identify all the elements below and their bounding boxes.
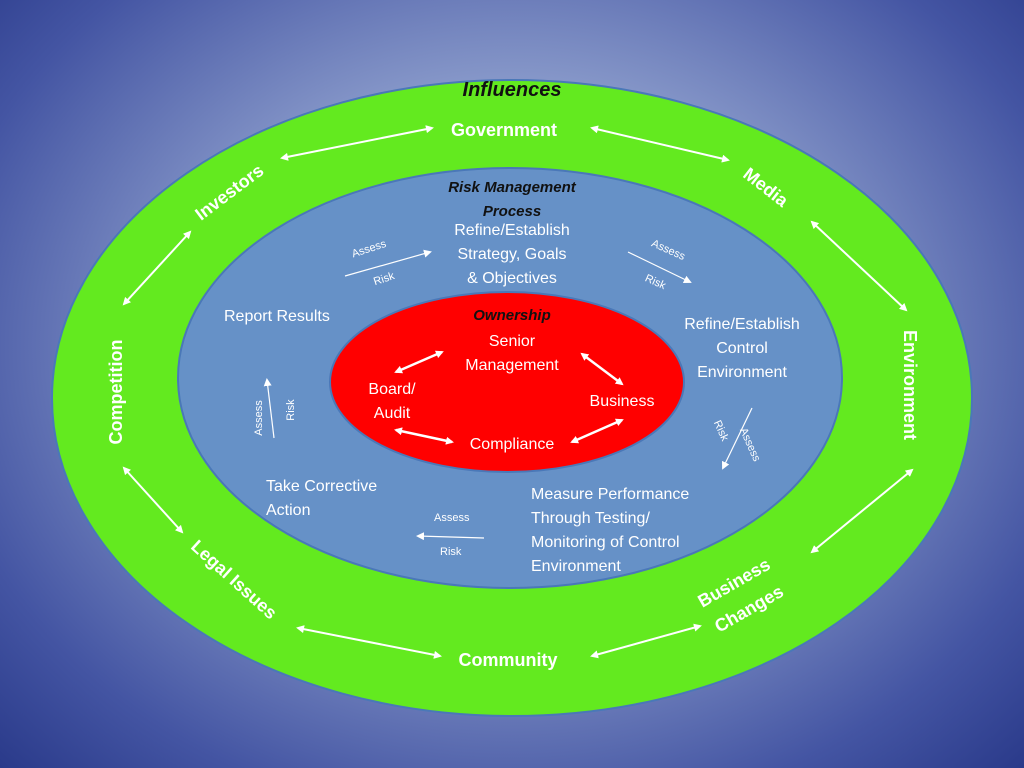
process-arrow-top-left bbox=[344, 249, 432, 277]
assess-left: Assess bbox=[253, 400, 265, 436]
step-top-line3: & Objectives bbox=[467, 270, 557, 287]
core-arrow-board-senior bbox=[394, 350, 444, 374]
core-senior-line1: Senior bbox=[488, 333, 536, 350]
step-top-line2: Strategy, Goals bbox=[457, 246, 567, 263]
step-left-bottom-line1: Take Corrective bbox=[266, 478, 378, 495]
label-environment: Environment bbox=[900, 330, 920, 440]
arrow-business-changes-community bbox=[590, 623, 702, 659]
risk-management-title-1: Risk Management bbox=[448, 179, 576, 196]
label-community: Community bbox=[458, 650, 558, 670]
step-right-line2: Control bbox=[716, 340, 768, 357]
label-government: Government bbox=[450, 120, 558, 140]
arrow-competition-investors bbox=[122, 230, 192, 306]
core-compliance: Compliance bbox=[469, 436, 555, 453]
arrow-environment-business-changes bbox=[810, 468, 914, 554]
step-bottom-line1: Measure Performance bbox=[531, 486, 690, 503]
step-bottom-line2: Through Testing/ bbox=[531, 510, 650, 527]
label-competition: Competition bbox=[106, 340, 126, 445]
step-left-bottom-line2: Action bbox=[266, 502, 311, 519]
step-top-line1: Refine/Establish bbox=[454, 222, 570, 239]
arrow-media-environment bbox=[810, 220, 908, 312]
risk-bottom: Risk bbox=[440, 546, 462, 558]
step-bottom-line4: Environment bbox=[531, 558, 621, 575]
influences-title: Influences bbox=[462, 79, 562, 101]
core-board-line1: Board/ bbox=[368, 381, 416, 398]
arrow-investors-government bbox=[280, 125, 434, 161]
process-arrow-right bbox=[722, 407, 753, 470]
arrow-community-legal bbox=[296, 625, 442, 659]
core-senior-line2: Management bbox=[465, 357, 559, 374]
assess-bottom: Assess bbox=[434, 512, 470, 524]
arrow-government-media bbox=[590, 125, 730, 163]
core-arrow-senior-business bbox=[580, 352, 624, 386]
core-business: Business bbox=[589, 393, 655, 410]
step-right-line1: Refine/Establish bbox=[684, 316, 800, 333]
risk-management-title-2: Process bbox=[482, 203, 542, 220]
process-arrow-bottom bbox=[416, 532, 485, 541]
step-right-line3: Environment bbox=[697, 364, 787, 381]
core-arrow-compliance-business bbox=[570, 418, 624, 444]
step-bottom-line3: Monitoring of Control bbox=[531, 534, 680, 551]
process-arrow-left bbox=[263, 378, 275, 439]
step-left-top: Report Results bbox=[224, 308, 330, 325]
risk-left: Risk bbox=[285, 399, 297, 421]
arrow-legal-competition bbox=[122, 466, 184, 534]
process-arrow-top-right bbox=[627, 251, 692, 283]
core-arrow-board-compliance bbox=[394, 427, 454, 445]
ownership-title: Ownership bbox=[473, 307, 551, 324]
core-board-line2: Audit bbox=[373, 405, 411, 422]
